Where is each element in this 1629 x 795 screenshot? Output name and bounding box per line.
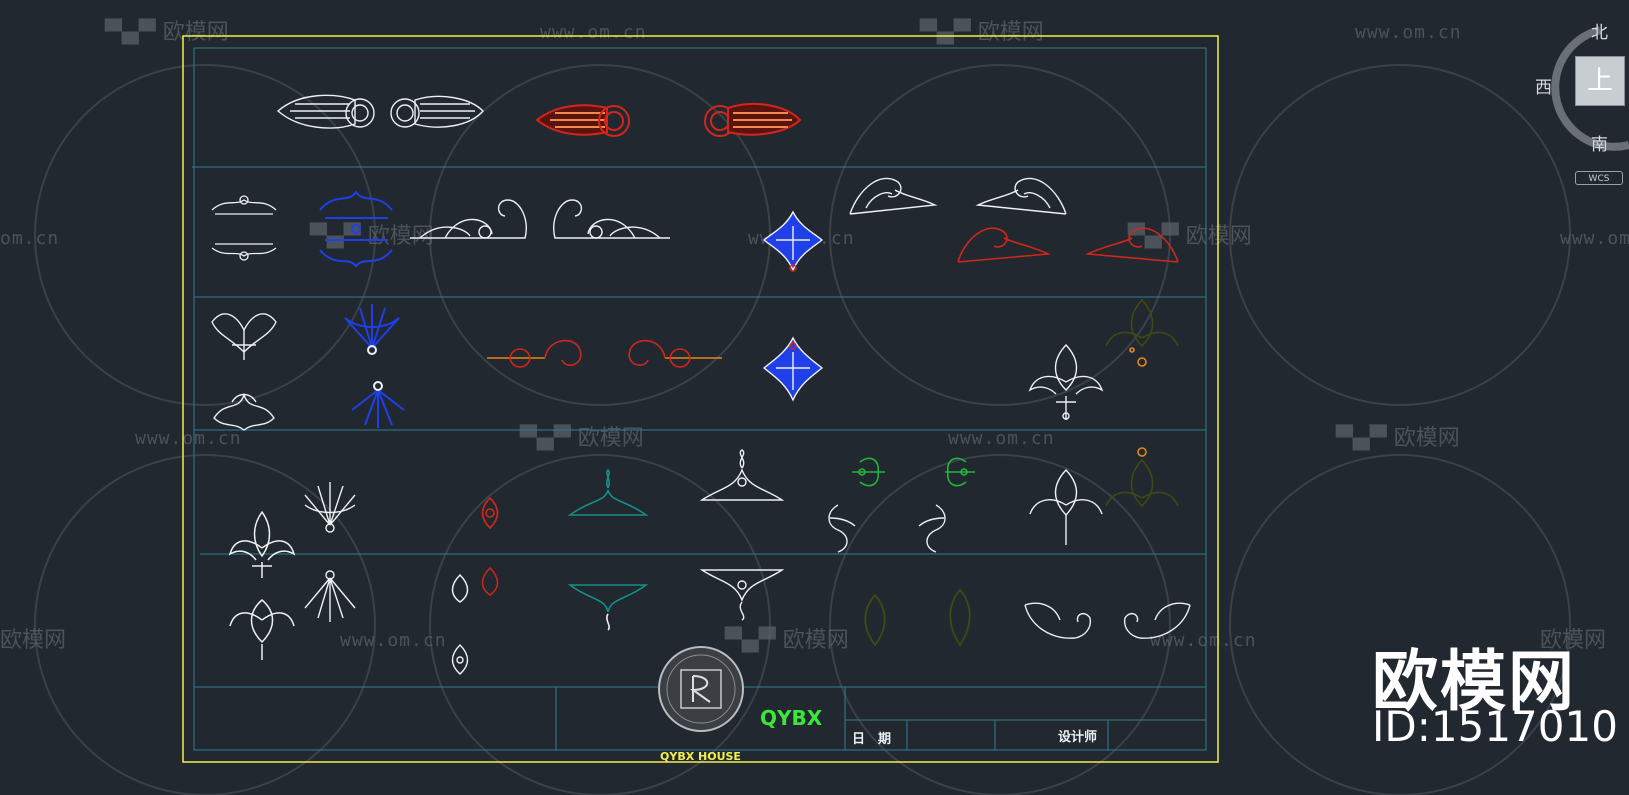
- overlay-id: ID:1517010: [1372, 702, 1618, 751]
- viewcube-top-face[interactable]: 上: [1575, 56, 1625, 106]
- ornament-olive-2[interactable]: [949, 588, 971, 647]
- ornament-crest-teal-1[interactable]: [567, 468, 649, 516]
- drawing-border: [182, 35, 1219, 763]
- ornament-fan-white-1[interactable]: [304, 482, 356, 533]
- watermark-url: om.cn: [0, 228, 60, 249]
- ornament-fan-blue-1[interactable]: [344, 304, 400, 355]
- ornament-swirl-white-1[interactable]: [828, 504, 856, 553]
- ornament-fan-white-2[interactable]: [304, 570, 356, 622]
- ornament-medallion-red-left[interactable]: [535, 104, 630, 137]
- title-block-company: QYBX HOUSE: [660, 750, 741, 763]
- compass-north[interactable]: 北: [1591, 23, 1608, 43]
- ornament-fleur-white-large-1[interactable]: [228, 510, 296, 578]
- inner-border: [193, 47, 1207, 751]
- ornament-scroll-pair-white[interactable]: [211, 195, 277, 261]
- ornament-fleur-blue-2[interactable]: [762, 336, 824, 402]
- ornament-pendant-white-1[interactable]: [699, 569, 785, 621]
- ornament-fleur-blue-1[interactable]: [762, 210, 824, 272]
- watermark-url: www.om.cn: [540, 22, 647, 43]
- ornament-acanthus-white-left[interactable]: [410, 199, 527, 239]
- ornament-scroll-pair-blue[interactable]: [319, 190, 393, 268]
- ornament-crest-white-1[interactable]: [699, 449, 785, 501]
- wcs-menu-button[interactable]: WCS: [1575, 171, 1623, 185]
- ornament-small-red-1[interactable]: [481, 496, 499, 530]
- ornament-leaf-corner-red-left[interactable]: [957, 227, 1051, 263]
- watermark-brand: ▀▄▀ 欧模网: [725, 628, 849, 653]
- title-block-designer-label: 设计师: [1058, 730, 1098, 745]
- ornament-leaf-corner-white-right[interactable]: [975, 177, 1067, 215]
- watermark-brand: ▀▄▀ 欧模网: [1336, 426, 1460, 451]
- ornament-medallion-white-left[interactable]: [276, 94, 375, 129]
- sofa-icon: ▀▄▀: [1336, 426, 1394, 451]
- sofa-icon: ▀▄▀: [105, 20, 163, 45]
- sofa-icon: ▀▄▀: [725, 628, 783, 653]
- ornament-pendant-teal-1[interactable]: [567, 584, 649, 631]
- overlay-brand: 欧模网: [1372, 643, 1576, 720]
- ornament-lily-olive-1[interactable]: [1105, 298, 1179, 367]
- watermark-url: www.om.cn: [1560, 228, 1629, 249]
- watermark-url: www.om.cn: [340, 630, 447, 651]
- ornament-leaf-green-2[interactable]: [945, 457, 975, 487]
- ornament-small-white-2[interactable]: [451, 644, 469, 675]
- ornament-fan-blue-2[interactable]: [351, 381, 405, 428]
- ornament-scroll-white-4[interactable]: [1123, 602, 1191, 639]
- compass-south[interactable]: 南: [1591, 135, 1608, 155]
- ornament-olive-1[interactable]: [864, 593, 886, 647]
- ornament-lily-white-1[interactable]: [1028, 343, 1104, 420]
- ornament-lily-white-2[interactable]: [1029, 468, 1103, 545]
- ornament-cartouche-white-2[interactable]: [213, 392, 275, 431]
- ornament-rail-red-right[interactable]: [628, 339, 722, 368]
- watermark-brand: 欧模网: [0, 628, 67, 653]
- ornament-small-pair-1[interactable]: [451, 566, 499, 603]
- watermark-brand: 欧模网: [1540, 628, 1607, 653]
- title-block-date-label: 日 期: [852, 732, 892, 747]
- ornament-medallion-white-right[interactable]: [390, 95, 484, 128]
- ornament-swirl-white-2[interactable]: [918, 504, 946, 553]
- ornament-acanthus-white-right[interactable]: [553, 199, 670, 239]
- title-block-logo-text: QYBX: [760, 706, 823, 730]
- watermark-url: www.om.cn: [135, 428, 242, 449]
- watermark-brand: ▀▄▀ 欧模网: [920, 20, 1044, 45]
- watermark-url: www.om.cn: [1150, 630, 1257, 651]
- ornament-leaf-corner-white-left[interactable]: [849, 177, 938, 215]
- watermark-url: www.om.cn: [948, 428, 1055, 449]
- ornament-medallion-red-right[interactable]: [704, 103, 802, 137]
- sofa-icon: ▀▄▀: [920, 20, 978, 45]
- ornament-leaf-green-1[interactable]: [852, 457, 885, 487]
- company-seal-logo: [658, 646, 744, 732]
- ornament-leaf-corner-red-right[interactable]: [1085, 227, 1179, 263]
- ornament-lily-olive-2[interactable]: [1105, 447, 1179, 508]
- ornament-rail-red-left[interactable]: [487, 339, 582, 368]
- ornament-fleur-white-large-2[interactable]: [229, 599, 295, 660]
- compass-west[interactable]: 西: [1535, 78, 1552, 98]
- watermark-url: www.om.cn: [1355, 22, 1462, 43]
- ornament-scroll-white-3[interactable]: [1024, 602, 1092, 639]
- ornament-cartouche-white-1[interactable]: [211, 313, 277, 360]
- watermark-brand: ▀▄▀ 欧模网: [105, 20, 229, 45]
